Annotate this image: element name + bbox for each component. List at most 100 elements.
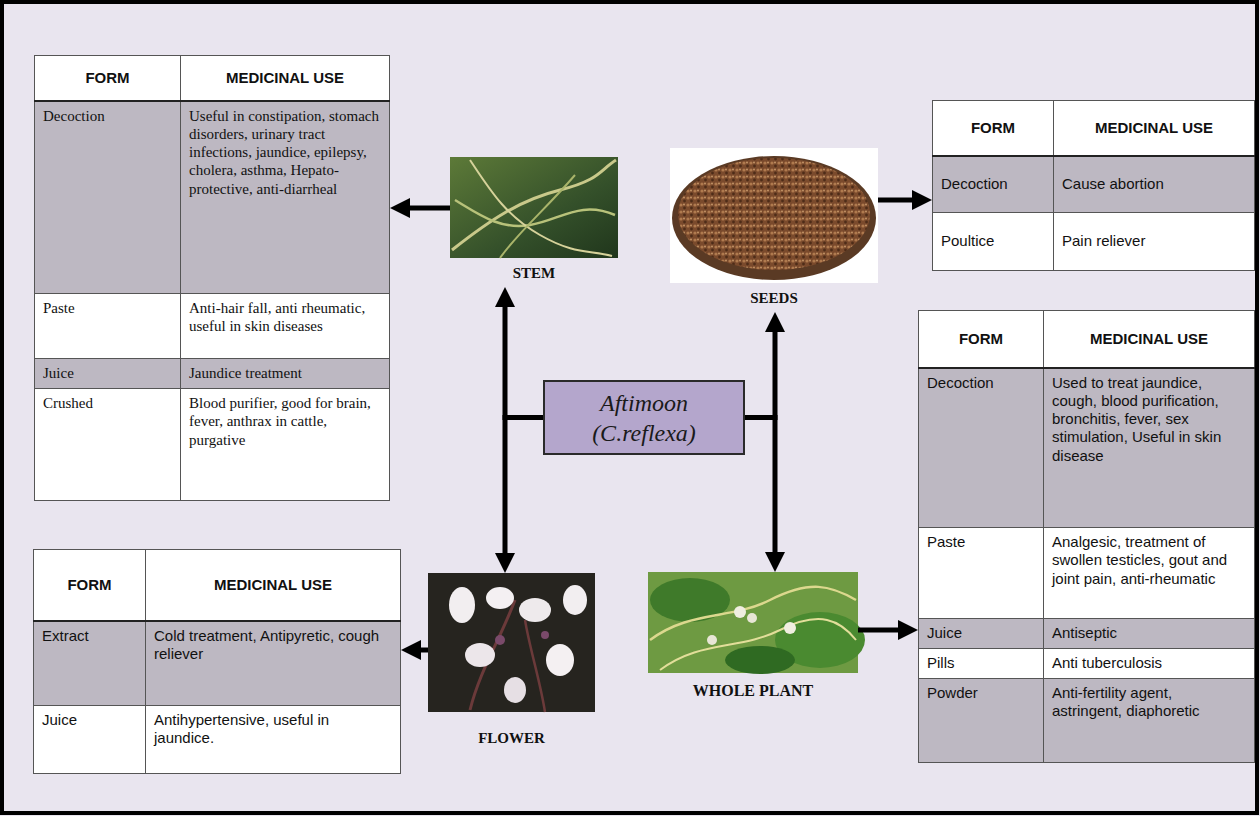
plant-name: Aftimoon (C.reflexa) (559, 388, 729, 448)
header-cell: MEDICINAL USE (1044, 311, 1255, 368)
arrow-connector (858, 628, 900, 633)
form-name: Extract (42, 627, 89, 644)
medicinal-use-text: Pain reliever (1062, 232, 1145, 249)
header-cell: FORM (933, 101, 1054, 156)
form-name: Juice (42, 711, 77, 728)
photo-label: SEEDS (750, 290, 798, 312)
vine (452, 160, 616, 250)
medicinal-use-text: Cause abortion (1062, 175, 1164, 192)
stem-photo (450, 157, 618, 258)
table-row: Juice Antihypertensive, useful in jaundic… (34, 706, 401, 774)
arrow-connector (419, 648, 428, 653)
medicinal-use-text: Anti-fertility agent, astringent, diapho… (1052, 684, 1200, 719)
table-cell: Antiseptic (1044, 619, 1255, 649)
column-heading: MEDICINAL USE (226, 69, 344, 86)
form-name: Powder (927, 684, 978, 701)
medicinal-use-table: FORMMEDICINAL USEDecoctionUsed to treat … (918, 310, 1255, 763)
vine (470, 160, 612, 256)
photo-ground (450, 157, 618, 258)
form-name: Decoction (43, 108, 105, 124)
form-name: Crushed (43, 395, 93, 411)
table-cell: Juice (919, 619, 1044, 649)
flower (504, 677, 526, 703)
table-cell: Pain reliever (1054, 213, 1255, 271)
column-heading: FORM (85, 69, 129, 86)
photo-ground (428, 573, 595, 712)
flower (546, 644, 574, 676)
table-cell: Poultice (933, 213, 1054, 271)
flower-photo (428, 573, 595, 712)
flower (449, 587, 475, 623)
medicinal-use-table: FORM MEDICINAL USE Decoction Cause abortion… (932, 100, 1255, 271)
table-row: Paste Analgesic, treatment of swollen tes… (919, 528, 1255, 619)
table-row: Poultice Pain reliever (933, 213, 1255, 271)
medicinal-use-text: Useful in constipation, stomach disorder… (189, 108, 379, 197)
table-cell: Powder (919, 679, 1044, 763)
arrow-connector (745, 330, 775, 418)
table-row: JuiceJaundice treatment (35, 359, 390, 389)
table-cell: Juice (35, 359, 181, 389)
table-cell: Pills (919, 649, 1044, 679)
table-row: Juice Antiseptic (919, 619, 1255, 649)
form-name: Paste (43, 300, 75, 316)
column-heading: FORM (971, 119, 1015, 136)
table-cell: Anti-hair fall, anti rheumatic, useful i… (181, 294, 390, 359)
seeds-photo (670, 148, 878, 283)
flower-cluster (734, 606, 746, 618)
bowl (672, 156, 876, 280)
header-cell: MEDICINAL USE (1054, 101, 1255, 156)
table-cell: Useful in constipation, stomach disorder… (181, 101, 390, 294)
photo-caption: SEEDS (670, 148, 878, 312)
form-name: Decoction (941, 175, 1008, 192)
table-cell: Blood purifier, good for brain, fever, a… (181, 389, 390, 501)
medicinal-use-text: Analgesic, treatment of swollen testicle… (1052, 533, 1227, 587)
whole-plant-photo (648, 572, 865, 674)
table-cell: Decoction (933, 156, 1054, 213)
vine (500, 175, 575, 258)
column-heading: FORM (67, 576, 111, 593)
form-name: Paste (927, 533, 965, 550)
medicinal-use-table: FORMMEDICINAL USEExtractCold treatment, … (33, 549, 401, 774)
table-cell: Paste (35, 294, 181, 359)
flower (563, 585, 587, 615)
header-cell: FORM (919, 311, 1044, 368)
table-cell: Paste (919, 528, 1044, 619)
table-cell: Anti tuberculosis (1044, 649, 1255, 679)
arrow-connector (878, 198, 914, 203)
vine (650, 587, 856, 640)
bud (541, 631, 549, 639)
table-cell: Cause abortion (1054, 156, 1255, 213)
table-row: Decoction Useful in constipation, stomach… (35, 101, 390, 294)
table-header-row: FORM MEDICINAL USE (35, 56, 390, 101)
medicinal-use-text: Blood purifier, good for brain, fever, a… (189, 395, 371, 448)
table-cell: Antihypertensive, useful in jaundice. (146, 706, 401, 774)
header-cell: FORM (34, 550, 146, 621)
photo-label: FLOWER (478, 730, 545, 752)
photo-caption: WHOLE PLANT (648, 572, 858, 705)
plant-name-box: Aftimoon (C.reflexa) (543, 380, 745, 455)
table-cell: Analgesic, treatment of swollen testicle… (1044, 528, 1255, 619)
table-row: Decoction Cause abortion (933, 156, 1255, 213)
table-row: Powder Anti-fertility agent, astringent, … (919, 679, 1255, 763)
flower-cluster (707, 635, 717, 645)
flower (486, 587, 514, 609)
medicinal-use-text: Cold treatment, Antipyretic, cough relie… (154, 627, 379, 662)
header-cell: MEDICINAL USE (181, 56, 390, 101)
table-cell: Crushed (35, 389, 181, 501)
arrow-connector (505, 305, 543, 418)
photo-label: WHOLE PLANT (693, 682, 813, 705)
flower (465, 643, 495, 667)
form-name: Decoction (927, 374, 994, 391)
column-heading: FORM (959, 330, 1003, 347)
table-grid: FORMMEDICINAL USEDecoctionUsed to treat … (918, 310, 1255, 763)
table-row: Crushed Blood purifier, good for brain, f… (35, 389, 390, 501)
table-row: Extract Cold treatment, Antipyretic, coug… (34, 621, 401, 706)
medicinal-use-text: Antiseptic (1052, 624, 1117, 641)
table-grid: FORM MEDICINAL USE Decoction Cause abortion… (932, 100, 1255, 271)
table-cell: Extract (34, 621, 146, 706)
table-cell: Anti-fertility agent, astringent, diapho… (1044, 679, 1255, 763)
medicinal-use-text: Anti tuberculosis (1052, 654, 1162, 671)
arrow-connector (745, 418, 775, 555)
